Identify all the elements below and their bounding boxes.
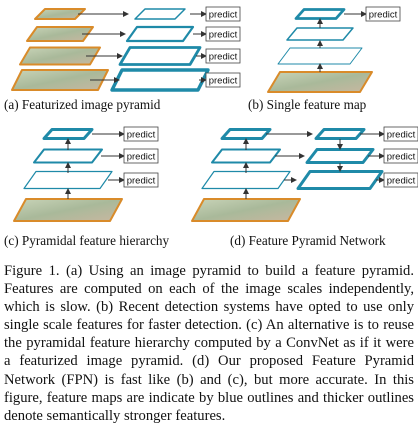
- feature-map-b-top: [294, 8, 346, 20]
- predict-d-0-box: [383, 126, 418, 142]
- predict-d-2-box: [383, 172, 418, 188]
- figure-illustration: predict predict predict predict predict predi…: [11, 6, 418, 222]
- image-level-a-0: [34, 8, 86, 20]
- image-level-a-2: [19, 46, 101, 66]
- predict-c-2-box: [123, 126, 159, 142]
- predict-d-1-box: [383, 148, 418, 164]
- predict-a-2-box: [205, 48, 241, 64]
- predict-b-box: [365, 6, 401, 22]
- feature-map-a-1: [125, 25, 195, 43]
- feature-map-d-td-1: [305, 148, 375, 164]
- predict-c-2-label: predict: [127, 130, 156, 141]
- predict-b-label: predict: [369, 10, 398, 21]
- predict-c-0-box: [123, 172, 159, 188]
- feature-map-d-bu-2: [220, 128, 272, 140]
- predict-a-2-label: predict: [209, 52, 238, 63]
- predict-a-0-label: predict: [209, 10, 238, 21]
- image-level-a-1: [26, 26, 94, 42]
- predict-c-1-box: [123, 148, 159, 164]
- feature-map-d-td-2: [296, 170, 384, 190]
- feature-map-b-0: [277, 47, 363, 65]
- predict-d-0-label: predict: [387, 130, 416, 141]
- image-level-a-3: [11, 69, 109, 91]
- predict-a-3-box: [205, 72, 241, 88]
- feature-map-a-2: [118, 46, 202, 66]
- image-level-b: [267, 71, 373, 93]
- predict-a-1-box: [205, 26, 241, 42]
- panel-caption-a: (a) Featurized image pyramid: [4, 97, 161, 112]
- predict-d-1-label: predict: [387, 152, 416, 163]
- feature-map-c-1: [33, 148, 103, 164]
- panel-caption-b: (b) Single feature map: [248, 97, 367, 112]
- predict-a-0-box: [205, 6, 241, 22]
- figure-caption: Figure 1. (a) Using an image pyramid to …: [4, 263, 414, 424]
- feature-map-a-0: [134, 8, 186, 20]
- feature-map-c-0: [23, 170, 113, 190]
- predict-a-1-label: predict: [209, 30, 238, 41]
- predict-c-1-label: predict: [127, 152, 156, 163]
- feature-map-d-bu-0: [201, 170, 291, 190]
- panel-caption-c: (c) Pyramidal feature hierarchy: [4, 233, 170, 248]
- feature-map-a-3: [110, 68, 210, 92]
- image-level-d: [191, 198, 301, 222]
- feature-map-b-1: [286, 27, 354, 41]
- feature-map-d-bu-1: [211, 148, 281, 164]
- panel-caption-d: (d) Feature Pyramid Network: [230, 233, 386, 248]
- predict-c-0-label: predict: [127, 176, 156, 187]
- predict-a-3-label: predict: [209, 76, 238, 87]
- feature-map-d-td-0: [314, 128, 366, 140]
- image-level-c: [13, 198, 123, 222]
- feature-map-c-2: [42, 128, 94, 140]
- predict-d-2-label: predict: [387, 176, 416, 187]
